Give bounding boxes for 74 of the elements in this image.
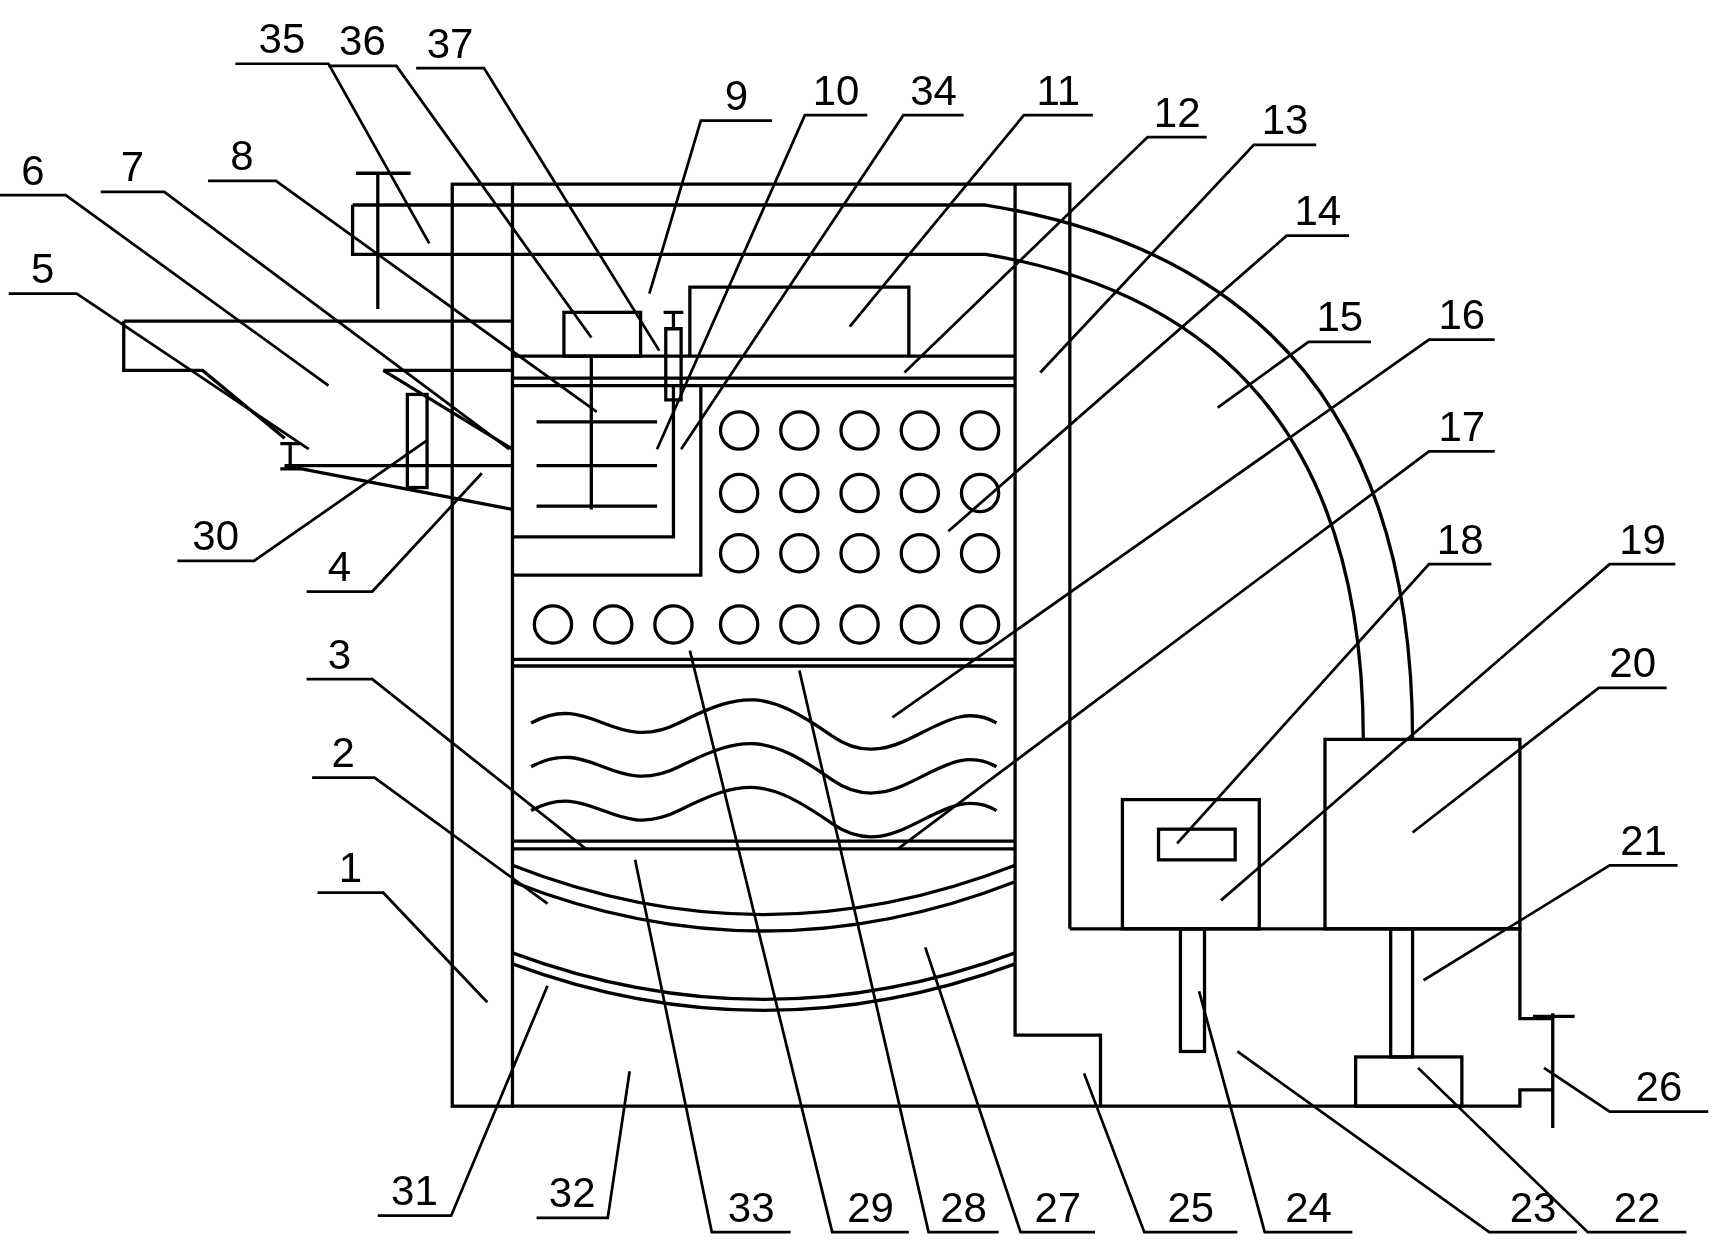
- callout-number: 21: [1619, 819, 1668, 862]
- leader-line: [1220, 562, 1676, 902]
- leader-line: [1236, 1050, 1577, 1234]
- callout-number: 20: [1608, 642, 1658, 685]
- callout-number: 18: [1435, 518, 1485, 561]
- leader-line: [1422, 863, 1678, 982]
- leader-line: [1197, 990, 1353, 1234]
- callout-number: 31: [390, 1170, 439, 1213]
- callout-number: 15: [1315, 296, 1365, 339]
- callout-number: 8: [229, 135, 255, 178]
- callout-number: 9: [723, 75, 750, 118]
- callout-number: 7: [119, 146, 146, 189]
- callout-number: 17: [1437, 405, 1487, 448]
- callout-number: 2: [330, 732, 356, 775]
- leader-line: [306, 472, 483, 593]
- callout-number: 26: [1634, 1066, 1684, 1109]
- callout-number: 19: [1618, 518, 1667, 561]
- leader-line: [1176, 562, 1492, 845]
- callout-number: 11: [1035, 69, 1082, 112]
- callout-number: 36: [338, 20, 387, 63]
- callout-number: 23: [1508, 1186, 1558, 1229]
- callout-number: 33: [726, 1186, 776, 1229]
- leader-line: [208, 179, 598, 414]
- leader-line: [317, 891, 489, 1004]
- leader-line: [100, 190, 510, 451]
- callout-number: 25: [1166, 1186, 1216, 1229]
- leader-line: [0, 193, 330, 387]
- callout-number: 1: [337, 847, 364, 890]
- callout-number: 35: [257, 18, 307, 61]
- leader-line: [903, 135, 1207, 374]
- leader-line: [377, 985, 549, 1218]
- leader-line: [891, 338, 1495, 719]
- leader-line: [648, 119, 772, 295]
- callout-number: 24: [1284, 1186, 1333, 1229]
- leader-line: [1411, 686, 1667, 834]
- leader-line: [688, 650, 909, 1234]
- callout-number: 10: [811, 69, 861, 112]
- callout-number: 27: [1033, 1186, 1083, 1229]
- leader-line: [798, 670, 999, 1234]
- callout-number: 32: [547, 1172, 597, 1215]
- callout-number: 3: [326, 633, 353, 676]
- callout-number: 28: [939, 1186, 988, 1229]
- callout-number: 5: [30, 248, 56, 291]
- callout-number: 29: [846, 1186, 895, 1229]
- leader-line: [536, 1070, 631, 1220]
- callout-number: 30: [191, 515, 241, 558]
- leader-line: [848, 113, 1093, 328]
- leader-line: [416, 66, 661, 352]
- leader-line: [1216, 340, 1371, 409]
- leader-line: [655, 113, 868, 450]
- callout-number: 6: [20, 149, 46, 192]
- leader-line: [312, 776, 549, 905]
- leader-line: [1039, 143, 1317, 374]
- callout-number: 4: [326, 546, 353, 588]
- callout-number: 14: [1293, 190, 1343, 233]
- leader-line: [1543, 1066, 1709, 1114]
- leader-line: [679, 113, 964, 450]
- callout-number: 34: [909, 69, 958, 112]
- leader-line: [633, 859, 791, 1234]
- leader-line: [306, 677, 587, 850]
- leader-line: [897, 450, 1495, 850]
- leader-line: [1082, 1072, 1238, 1234]
- leader-line: [235, 62, 431, 244]
- callout-number: 22: [1612, 1186, 1662, 1229]
- leader-line: [177, 439, 428, 563]
- leader-line: [924, 947, 1096, 1234]
- callout-number: 13: [1260, 99, 1310, 142]
- leader-line: [1417, 1066, 1687, 1234]
- callout-number: 12: [1152, 91, 1202, 134]
- leader-line: [947, 234, 1350, 533]
- leader-line: [8, 292, 310, 451]
- leader-line: [328, 64, 593, 339]
- callout-number: 37: [425, 22, 475, 65]
- callout-number: 16: [1437, 294, 1487, 337]
